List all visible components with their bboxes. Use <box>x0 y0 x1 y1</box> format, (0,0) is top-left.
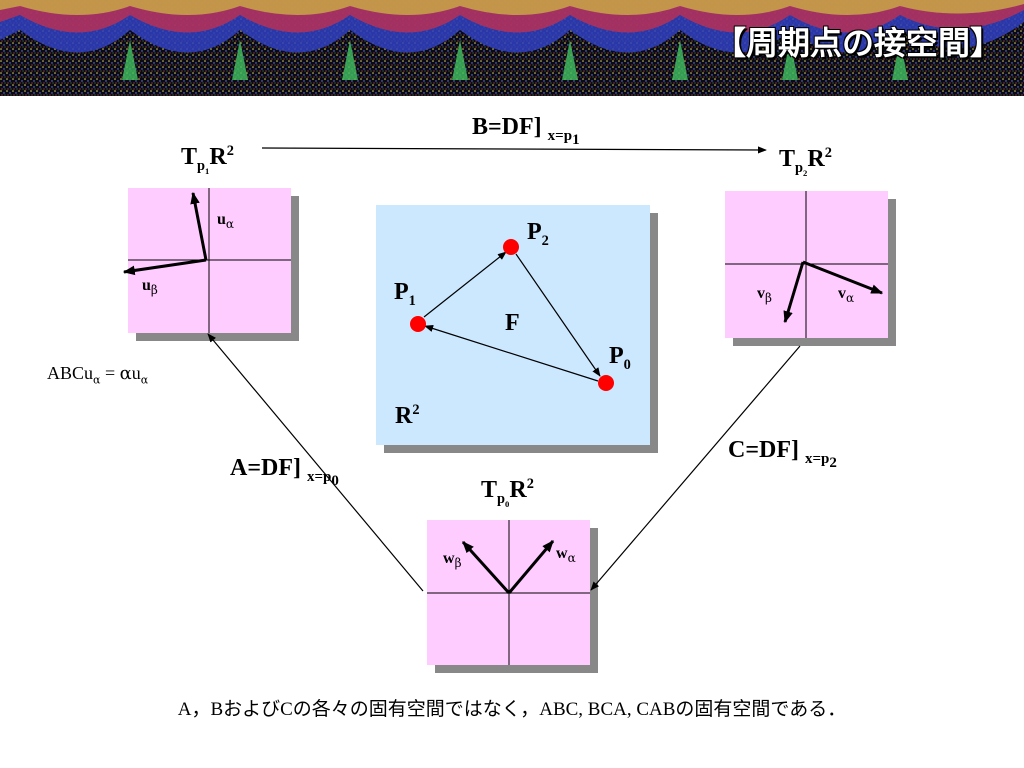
map-F-label: F <box>505 310 520 336</box>
point-p1-marker <box>410 316 426 332</box>
v-beta-vector <box>783 261 805 324</box>
point-p0-marker <box>598 375 614 391</box>
decorative-header-banner: 【周期点の接空間】 <box>0 0 1024 96</box>
eigen-equation: ABCuα = αuα <box>47 363 149 387</box>
u-alpha-vector <box>190 191 208 261</box>
map-C-label: C=DF] x=p2 <box>728 437 837 471</box>
w-beta-label: wβ <box>443 550 462 571</box>
fractal-banner-graphic <box>0 0 1024 96</box>
p1-axes <box>128 188 291 333</box>
u-alpha-label: uα <box>217 211 235 232</box>
tangent-space-p2-label: Tp2R2 <box>779 145 832 178</box>
v-beta-label: vβ <box>757 285 772 306</box>
orbit-arrow-p0-p1 <box>424 325 599 382</box>
point-p2-marker <box>503 239 519 255</box>
map-C-arrow <box>590 345 801 591</box>
point-p2-label: P2 <box>527 219 549 249</box>
point-p0-label: P0 <box>609 343 631 373</box>
point-p1-label: P1 <box>394 279 416 309</box>
map-B-label: B=DF] x=p1 <box>472 114 580 148</box>
orbit-arrow-p1-p2 <box>423 251 507 318</box>
w-alpha-vector <box>507 540 555 594</box>
w-beta-vector <box>461 540 511 595</box>
u-beta-label: uβ <box>142 277 158 298</box>
map-A-arrow <box>207 333 424 592</box>
tangent-space-p0-label: Tp0R2 <box>481 476 534 509</box>
u-beta-vector <box>122 258 207 276</box>
map-B-arrow <box>261 146 767 154</box>
v-alpha-label: vα <box>838 285 855 306</box>
w-alpha-label: wα <box>556 545 576 566</box>
orbit-arrow-p2-p0 <box>515 253 601 377</box>
slide-title: 【周期点の接空間】 <box>713 25 1002 61</box>
slide-caption: A，BおよびCの各々の固有空間ではなく，ABC, BCA, CABの固有空間であ… <box>177 699 847 720</box>
plane-space-label: R2 <box>395 402 420 429</box>
map-A-label: A=DF] x=p0 <box>230 455 339 489</box>
v-alpha-vector <box>802 260 884 295</box>
tangent-space-p1-label: Tp1R2 <box>181 143 234 176</box>
